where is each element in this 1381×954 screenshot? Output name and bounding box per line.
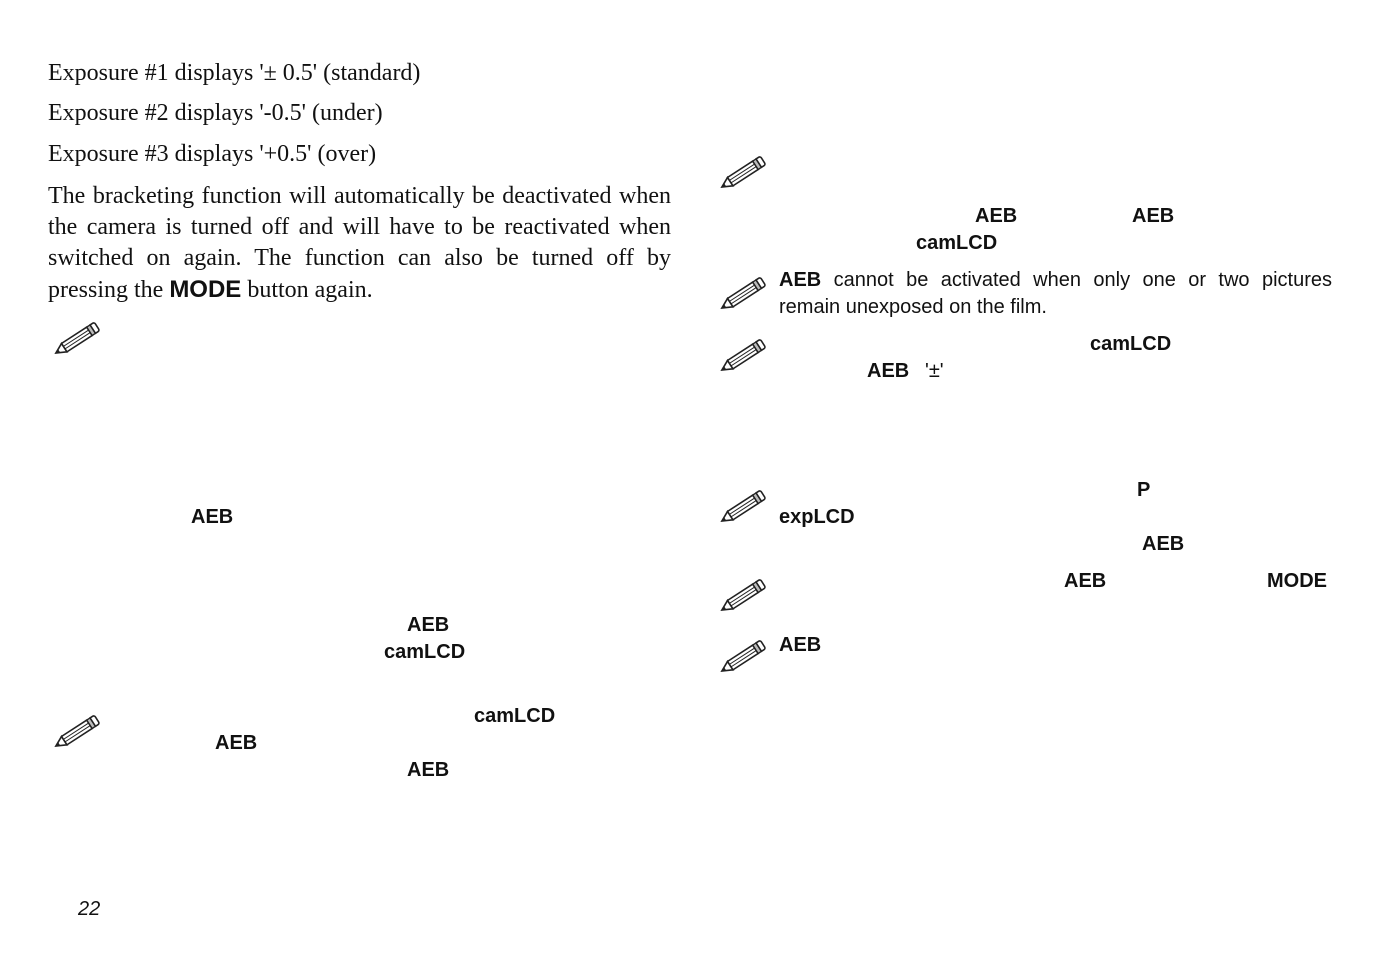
pencil-icon	[52, 714, 101, 752]
exposure-line-2: Exposure #2 displays '-0.5' (under)	[48, 100, 383, 126]
pencil-icon	[718, 276, 767, 314]
aeb-label: AEB	[215, 732, 258, 754]
aeb-label: AEB	[867, 360, 910, 382]
exposure-line-3: Exposure #3 displays '+0.5' (over)	[48, 141, 377, 167]
camlcd-label: camLCD	[474, 705, 556, 727]
aeb-keyword: AEB	[779, 269, 822, 291]
page-number: 22	[78, 898, 101, 920]
pencil-icon	[718, 155, 767, 193]
exposure-line-1: Exposure #1 displays '± 0.5' (standard)	[48, 60, 421, 86]
bracketing-paragraph: The bracketing function will automatical…	[48, 181, 671, 306]
aeb-label: AEB	[1142, 533, 1185, 555]
pencil-icon	[718, 338, 767, 376]
aeb-label: AEB	[1132, 205, 1175, 227]
paragraph-text-end: button again.	[241, 277, 373, 303]
aeb-label: AEB	[975, 205, 1018, 227]
plus-minus-symbol: '±'	[925, 360, 944, 382]
pencil-icon	[718, 578, 767, 616]
aeb-label: AEB	[779, 634, 822, 656]
aeb-activation-note: AEB cannot be activated when only one or…	[779, 267, 1332, 321]
pencil-icon	[718, 489, 767, 527]
mode-keyword: MODE	[169, 276, 242, 303]
aeb-label: AEB	[407, 759, 450, 781]
pencil-icon	[718, 639, 767, 677]
camlcd-label: camLCD	[1090, 333, 1172, 355]
mode-label: MODE	[1267, 570, 1327, 592]
aeb-label: AEB	[1064, 570, 1107, 592]
explcd-label: expLCD	[779, 506, 855, 528]
aeb-label: AEB	[191, 506, 234, 528]
note-text: cannot be activated when only one or two…	[779, 269, 1332, 318]
pencil-icon	[52, 321, 101, 359]
aeb-label: AEB	[407, 614, 450, 636]
paragraph-text: The bracketing function will automatical…	[48, 183, 671, 303]
camlcd-label: camLCD	[916, 232, 998, 254]
program-mode-label: P	[1137, 479, 1151, 501]
camlcd-label: camLCD	[384, 641, 466, 663]
